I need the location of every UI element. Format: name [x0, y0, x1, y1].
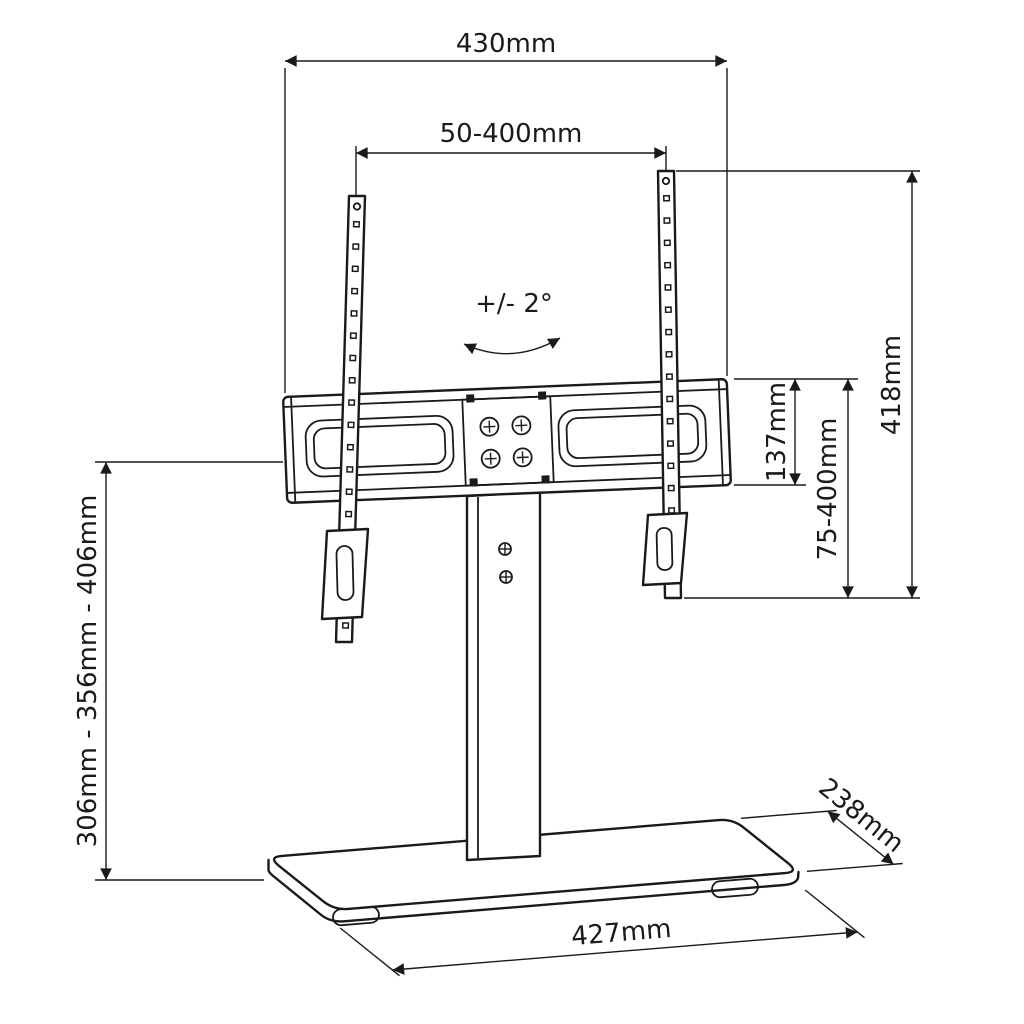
dimension-137: 137mm: [734, 378, 858, 486]
bracket-center-plate: [461, 395, 555, 487]
tilt-label: +/- 2°: [475, 289, 553, 319]
base-thickness-edge: [267, 858, 800, 923]
center-column: [465, 490, 542, 862]
tilt-arc-arrow: [463, 337, 561, 355]
bracket-hole-top-right: [538, 391, 547, 400]
dim-label-238: 238mm: [813, 773, 910, 859]
dim-label-418: 418mm: [877, 335, 907, 435]
dim-line: [392, 927, 858, 975]
hook-flange-left: [320, 527, 370, 621]
tilt-annotation: +/- 2°: [463, 289, 561, 355]
dim-label-75-400: 75-400mm: [813, 418, 843, 561]
dim-label-50-400: 50-400mm: [440, 119, 583, 149]
rail-right-body: [656, 169, 683, 600]
bracket-screws: [479, 415, 533, 469]
base-plate: [267, 818, 800, 927]
ext-line: [740, 809, 837, 819]
base-top-surface: [273, 818, 794, 911]
column-screw-bottom: [499, 570, 513, 584]
dimension-430: 430mm: [284, 29, 728, 393]
dimension-height-settings: 306mm - 356mm - 406mm: [73, 461, 283, 881]
bracket-right-endcap: [717, 379, 724, 486]
rail-left-top-hole: [352, 202, 362, 211]
dimension-418: 418mm: [676, 170, 920, 599]
bracket-hole-top-left: [466, 394, 475, 403]
hook-flange-right: [641, 511, 689, 587]
dim-line: [827, 810, 895, 865]
dim-label-height-settings: 306mm - 356mm - 406mm: [73, 495, 103, 848]
ext-line: [806, 862, 903, 872]
ext-line: [339, 927, 400, 977]
column-screw-top: [498, 542, 512, 556]
dimension-50-400: 50-400mm: [355, 119, 667, 195]
bracket-hole-bottom-right: [541, 475, 550, 484]
ext-line: [804, 889, 865, 939]
bracket-hole-bottom-left: [469, 478, 478, 487]
mounting-bracket: [282, 378, 732, 504]
rail-right-top-hole: [661, 176, 671, 186]
vesa-rail-right: [656, 169, 683, 600]
dim-label-137: 137mm: [762, 382, 792, 482]
dimension-75-400: 75-400mm: [813, 379, 854, 598]
bracket-left-endcap: [290, 396, 297, 503]
bracket-slot-left-outer: [304, 414, 455, 478]
bracket-slot-right-inner: [565, 412, 700, 460]
dim-label-430: 430mm: [456, 29, 556, 59]
dim-label-427: 427mm: [570, 914, 672, 952]
bracket-outline: [282, 378, 732, 504]
bracket-slot-right-outer: [557, 404, 708, 468]
bracket-slot-left-inner: [312, 423, 447, 470]
